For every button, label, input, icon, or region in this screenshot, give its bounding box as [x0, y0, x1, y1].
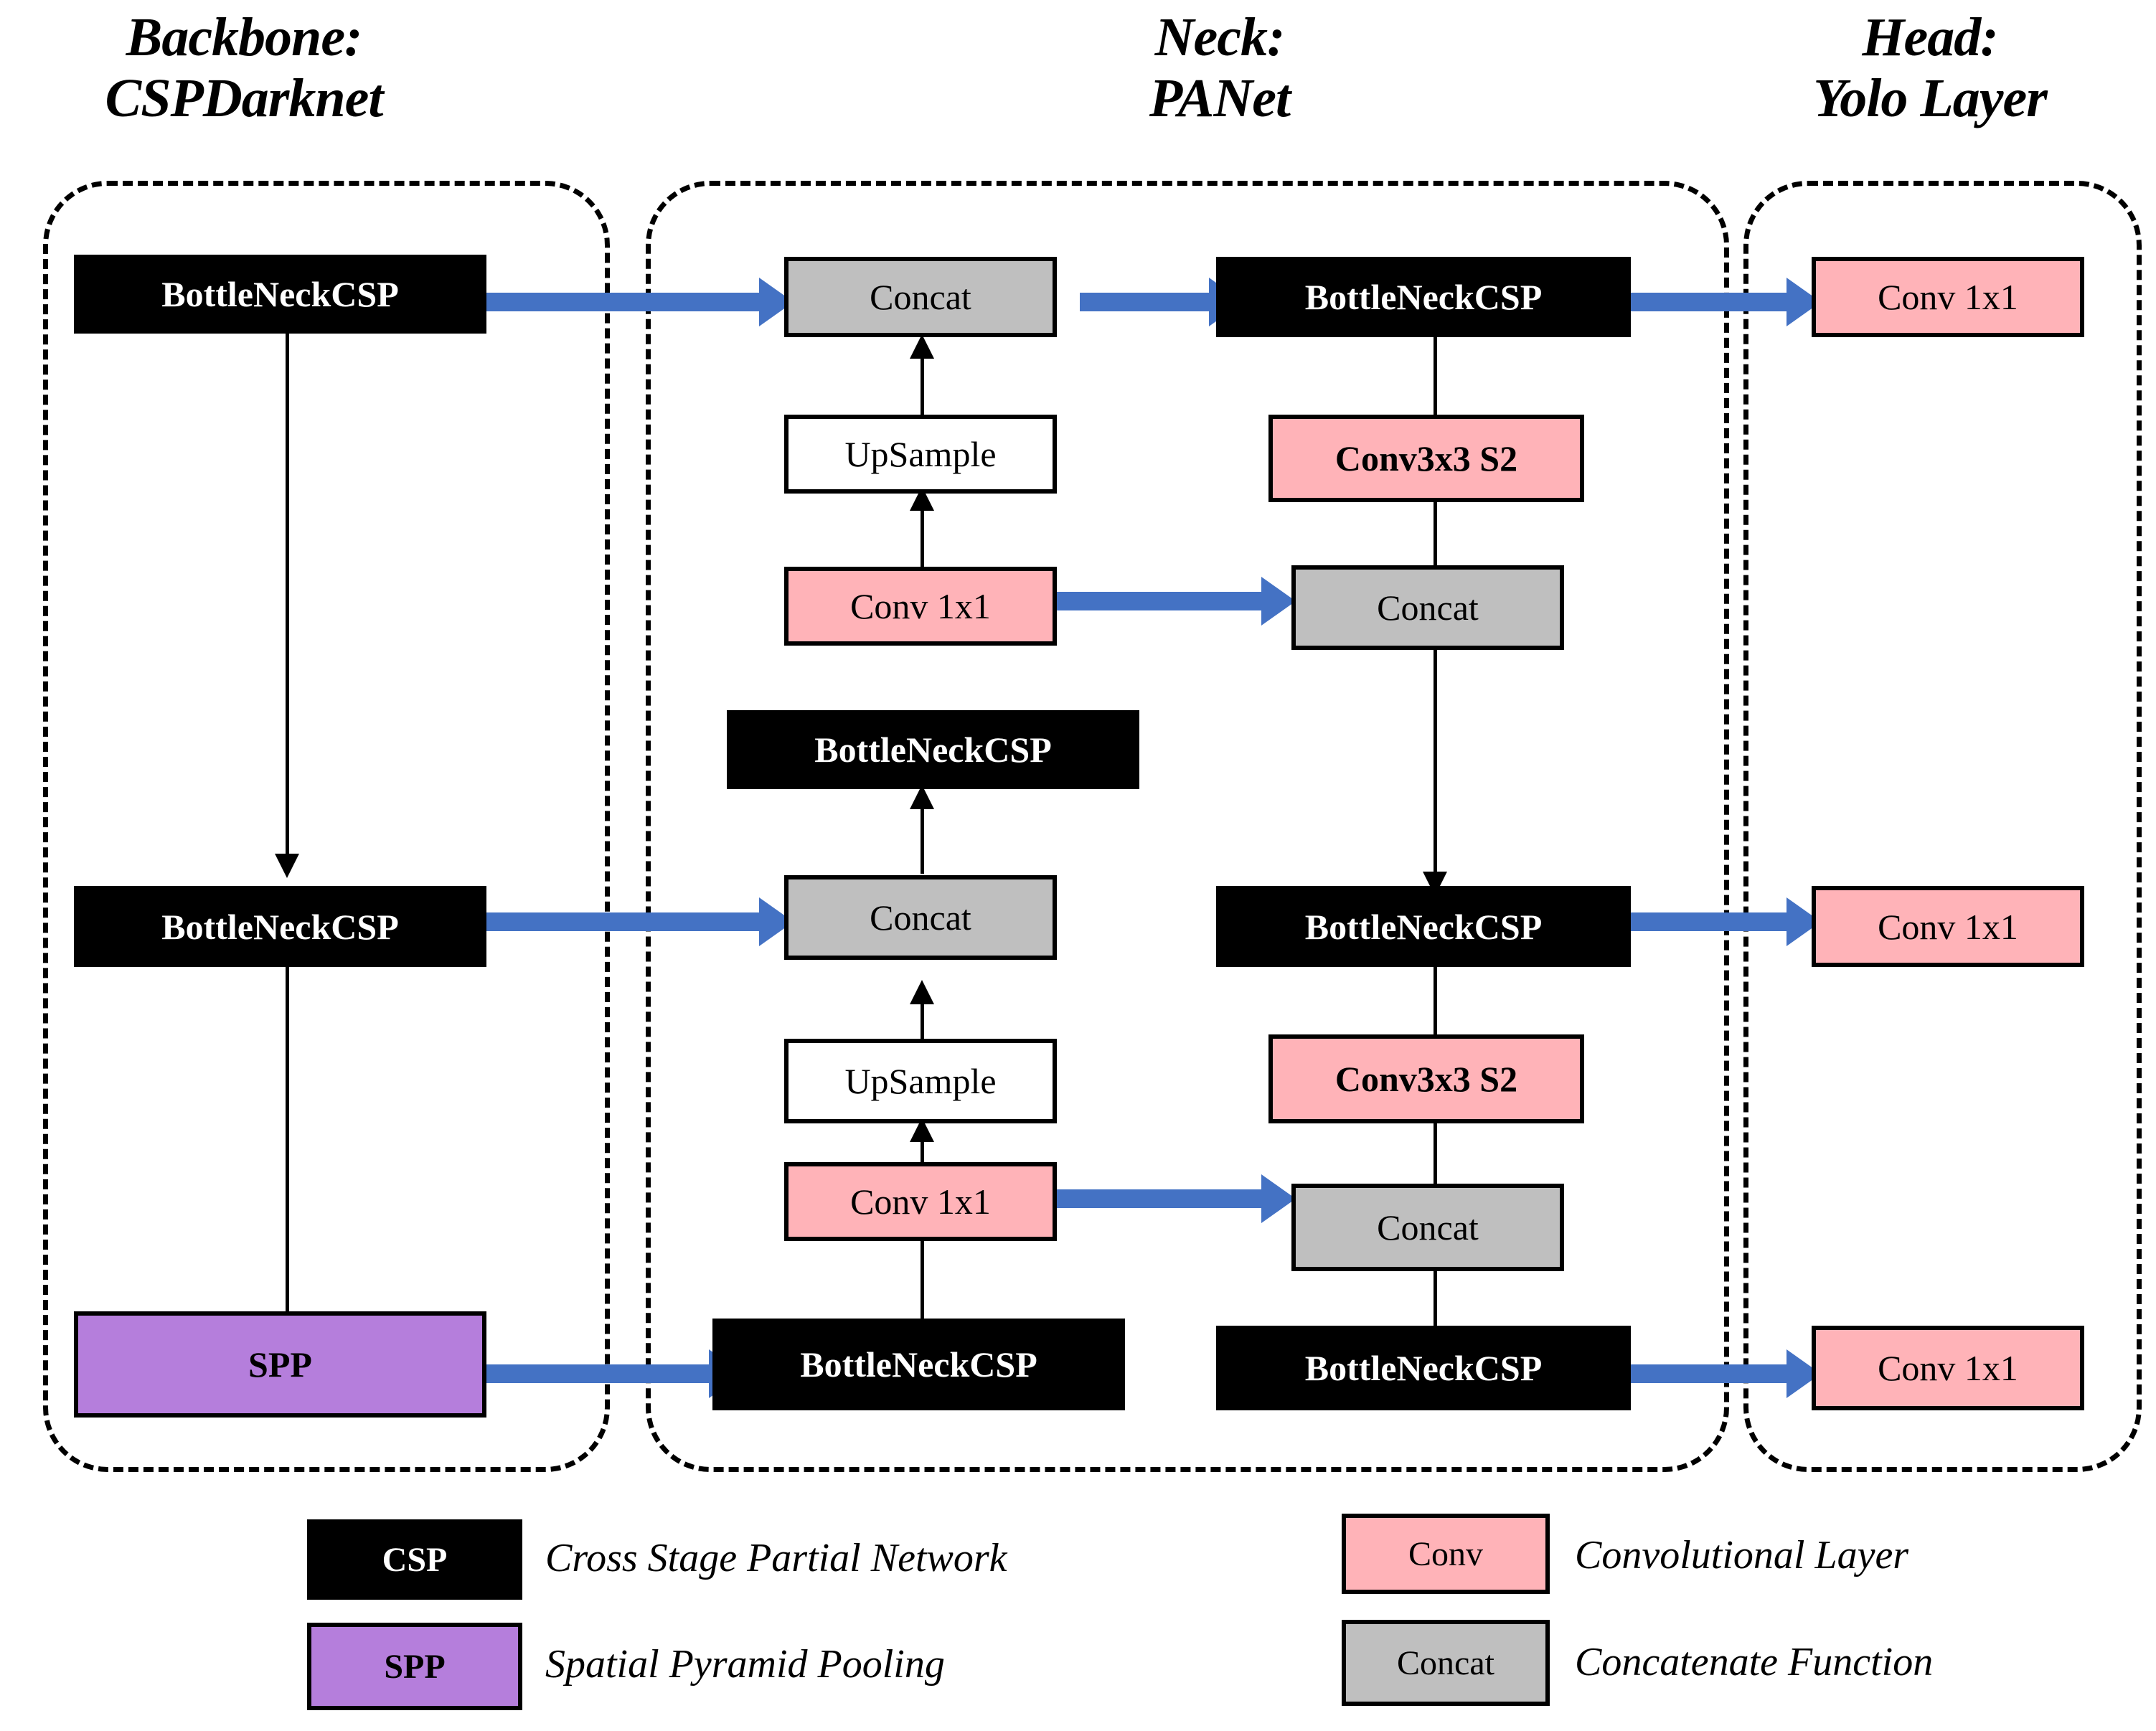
section-title-neck: Neck: PANet — [1149, 7, 1291, 129]
arrowhead-upsample-to-concat-mid — [910, 980, 934, 1004]
blue-arrow-csp-to-head-bottom — [1630, 1364, 1787, 1383]
blue-arrow-backbone-to-concat-mid — [486, 912, 759, 931]
connector-upsample-to-concat-mid — [921, 1004, 924, 1055]
legend-chip-conv: Conv — [1342, 1514, 1550, 1594]
blue-arrowhead-conv-to-concat-bottom — [1261, 1174, 1296, 1223]
node-neck-concat-mid[interactable]: Concat — [784, 875, 1057, 960]
node-backbone-bottleneckcsp-2[interactable]: BottleNeckCSP — [74, 886, 486, 967]
section-title-head: Head: Yolo Layer — [1813, 7, 2048, 129]
node-neck-conv1x1-top[interactable]: Conv 1x1 — [784, 567, 1057, 646]
node-backbone-bottleneckcsp-1[interactable]: BottleNeckCSP — [74, 255, 486, 334]
blue-arrow-csp-to-head-top — [1630, 293, 1787, 311]
node-neck-bottleneckcsp-bottom[interactable]: BottleNeckCSP — [712, 1319, 1125, 1410]
connector-conv3x3bottom-to-concat — [1434, 1123, 1437, 1184]
node-head-conv1x1-2[interactable]: Conv 1x1 — [1812, 886, 2084, 967]
blue-arrow-csp-to-head-mid — [1630, 912, 1787, 931]
node-neck-bottleneckcsp-right-top[interactable]: BottleNeckCSP — [1216, 257, 1631, 337]
node-head-conv1x1-1[interactable]: Conv 1x1 — [1812, 257, 2084, 337]
node-neck-bottleneckcsp-right-bottom[interactable]: BottleNeckCSP — [1216, 1326, 1631, 1410]
connector-backbone-2 — [286, 967, 289, 1311]
node-neck-concat-right-bottom[interactable]: Concat — [1291, 1184, 1564, 1271]
node-neck-concat-top[interactable]: Concat — [784, 257, 1057, 337]
blue-arrow-spp-to-csp-bottom — [486, 1364, 709, 1383]
node-neck-upsample-top[interactable]: UpSample — [784, 415, 1057, 494]
node-neck-concat-right-top[interactable]: Concat — [1291, 565, 1564, 650]
group-backbone — [43, 181, 610, 1472]
connector-conv-to-upsample-top — [921, 511, 924, 574]
legend-text-conv: Convolutional Layer — [1575, 1533, 1909, 1577]
node-neck-conv3x3s2-bottom[interactable]: Conv3x3 S2 — [1268, 1034, 1584, 1123]
blue-arrow-conv-to-concat-top — [1053, 592, 1261, 610]
connector-backbone-1 — [286, 330, 289, 854]
connector-cspright-to-conv3x3-top — [1434, 337, 1437, 415]
legend-text-spp: Spatial Pyramid Pooling — [545, 1642, 945, 1687]
connector-concatbottom-to-cspright — [1434, 1271, 1437, 1326]
legend-chip-spp: SPP — [307, 1623, 522, 1710]
legend-text-csp: Cross Stage Partial Network — [545, 1536, 1007, 1580]
blue-arrow-backbone-to-concat-top — [486, 293, 759, 311]
node-backbone-spp[interactable]: SPP — [74, 1311, 486, 1418]
node-neck-upsample-bottom[interactable]: UpSample — [784, 1039, 1057, 1123]
section-title-backbone: Backbone: CSPDarknet — [105, 7, 384, 129]
blue-arrow-concat-to-csp-top — [1080, 293, 1209, 311]
connector-cspright-to-conv3x3-bottom — [1434, 967, 1437, 1036]
node-neck-bottleneckcsp-right-mid[interactable]: BottleNeckCSP — [1216, 886, 1631, 967]
node-neck-conv3x3s2-top[interactable]: Conv3x3 S2 — [1268, 415, 1584, 502]
blue-arrowhead-conv-to-concat-top — [1261, 577, 1296, 626]
node-neck-bottleneckcsp-mid[interactable]: BottleNeckCSP — [727, 710, 1139, 789]
group-neck — [646, 181, 1729, 1472]
legend-text-concat: Concatenate Function — [1575, 1640, 1934, 1684]
legend-chip-concat: Concat — [1342, 1620, 1550, 1706]
connector-concat-to-cspright-mid — [1434, 649, 1437, 872]
blue-arrow-conv-to-concat-bottom — [1053, 1189, 1261, 1208]
legend-chip-csp: CSP — [307, 1519, 522, 1600]
node-head-conv1x1-3[interactable]: Conv 1x1 — [1812, 1326, 2084, 1410]
arrowhead-backbone-1 — [275, 854, 299, 878]
node-neck-conv1x1-bottom[interactable]: Conv 1x1 — [784, 1162, 1057, 1241]
group-head — [1743, 181, 2142, 1472]
connector-conv3x3-to-concat-top — [1434, 502, 1437, 565]
connector-cspbottom-to-conv — [921, 1228, 924, 1343]
arrowhead-upsample-to-concat-top — [910, 334, 934, 359]
connector-concat-to-csp-mid — [921, 809, 924, 874]
connector-upsample-to-concat-top — [921, 359, 924, 416]
